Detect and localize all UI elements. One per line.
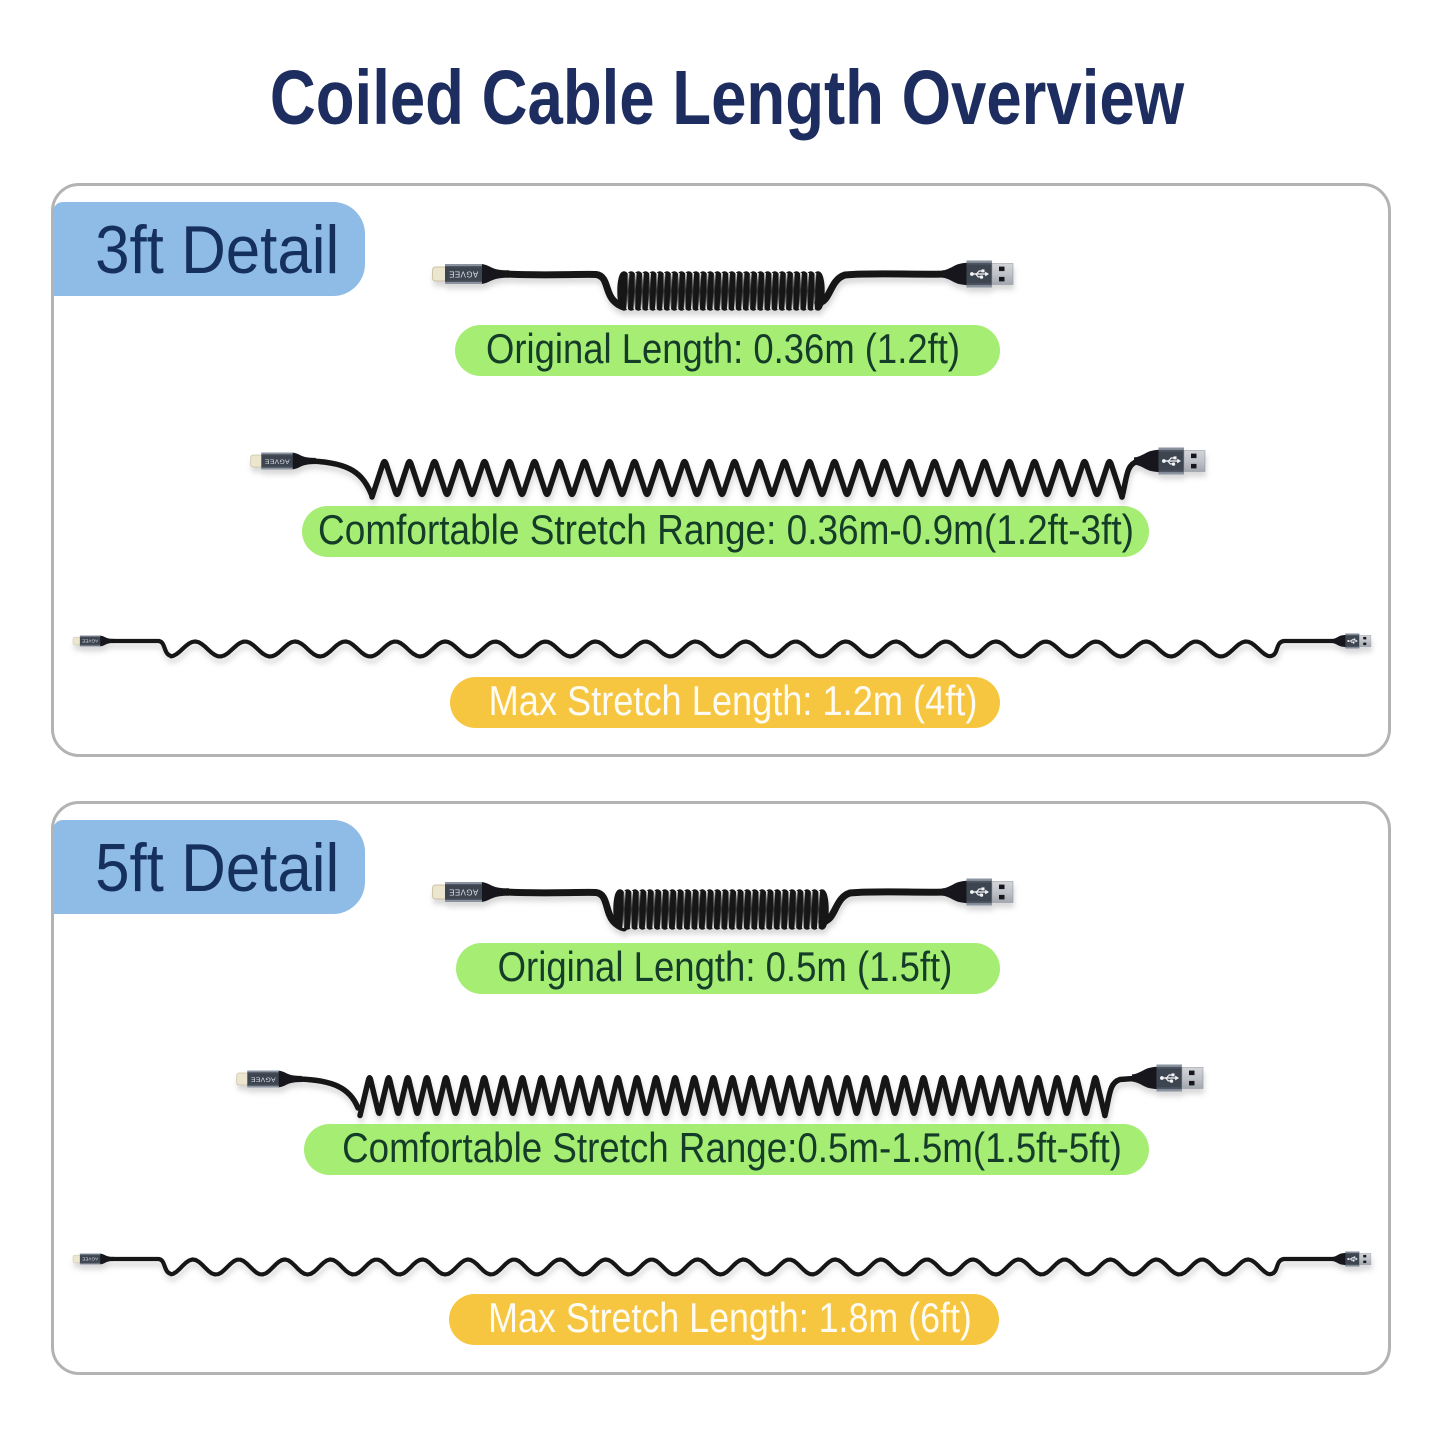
svg-text:AGVEE: AGVEE <box>82 639 98 644</box>
svg-text:AGVEE: AGVEE <box>449 270 479 279</box>
svg-text:AGVEE: AGVEE <box>250 1076 275 1083</box>
svg-text:AGVEE: AGVEE <box>82 1257 98 1262</box>
svg-text:AGVEE: AGVEE <box>264 458 289 465</box>
svg-text:AGVEE: AGVEE <box>449 888 479 897</box>
